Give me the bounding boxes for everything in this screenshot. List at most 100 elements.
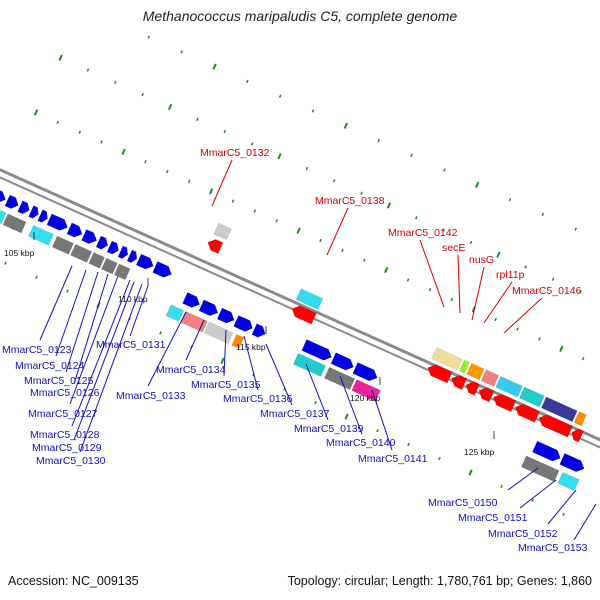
gene-arrow[interactable] [464, 379, 480, 396]
gene-arrow[interactable] [95, 235, 110, 251]
gene-arrow[interactable] [4, 194, 21, 211]
gene-arrow[interactable] [88, 252, 105, 269]
gene-arrow[interactable] [324, 366, 356, 391]
ring-dot [166, 169, 169, 174]
gene-arrow[interactable] [165, 304, 185, 322]
gene-arrow[interactable] [476, 385, 495, 403]
gene-label-mmarc5-0142[interactable]: MmarC5_0142 [388, 227, 458, 239]
gene-arrow[interactable] [532, 440, 562, 463]
gene-arrow[interactable] [46, 213, 70, 233]
gene-arrow[interactable] [182, 292, 203, 310]
gene-arrow[interactable] [466, 362, 485, 381]
gene-arrow[interactable] [106, 240, 121, 256]
ring-dot [223, 129, 227, 134]
gene-arrow[interactable] [37, 209, 50, 224]
gene-arrow[interactable] [66, 222, 85, 240]
gene-arrow[interactable] [238, 317, 255, 334]
gene-label-mmarc5-0123[interactable]: MmarC5_0123 [2, 344, 72, 356]
gene-arrow[interactable] [70, 243, 93, 263]
gene-label-mmarc5-0126[interactable]: MmarC5_0126 [30, 387, 100, 399]
gene-label-mmarc5-0151[interactable]: MmarC5_0151 [458, 512, 528, 524]
ring-dot [442, 228, 445, 232]
gene-label-mmarc5-0132[interactable]: MmarC5_0132 [200, 147, 270, 159]
gene-label-mmarc5-0127[interactable]: MmarC5_0127 [28, 408, 98, 420]
gene-arrow[interactable] [204, 321, 234, 344]
gene-label-mmarc5-0125[interactable]: MmarC5_0125 [24, 375, 94, 387]
ring-dot [538, 337, 541, 341]
gene-label-mmarc5-0153[interactable]: MmarC5_0153 [518, 542, 588, 554]
gene-label-mmarc5-0146[interactable]: MmarC5_0146 [512, 285, 582, 297]
gene-label-mmarc5-0135[interactable]: MmarC5_0135 [191, 379, 261, 391]
gene-arrow[interactable] [330, 352, 356, 373]
gene-arrow[interactable] [198, 299, 220, 318]
gene-arrow[interactable] [559, 453, 587, 474]
gene-label-mmarc5-0152[interactable]: MmarC5_0152 [488, 528, 558, 540]
gene-arrow[interactable] [491, 392, 517, 413]
gene-arrow[interactable] [205, 237, 224, 254]
gene-label-nusg[interactable]: nusG [469, 254, 494, 266]
gene-label-mmarc5-0141[interactable]: MmarC5_0141 [358, 453, 428, 465]
gene-arrow[interactable] [231, 333, 245, 349]
gene-arrow[interactable] [28, 225, 54, 246]
gene-label-mmarc5-0134[interactable]: MmarC5_0134 [156, 364, 226, 376]
gene-label-mmarc5-0138[interactable]: MmarC5_0138 [315, 195, 385, 207]
gene-arrow[interactable] [495, 376, 523, 398]
gene-arrow[interactable] [113, 263, 131, 281]
gene-arrow[interactable] [352, 362, 380, 383]
gene-arrow[interactable] [573, 411, 587, 427]
gene-label-mmarc5-0136[interactable]: MmarC5_0136 [223, 393, 293, 405]
gene-arrow[interactable] [101, 257, 118, 275]
gene-label-mmarc5-0131[interactable]: MmarC5_0131 [96, 339, 166, 351]
gene-arrow[interactable] [51, 235, 74, 255]
gene-arrow[interactable] [295, 288, 324, 310]
gene-label-mmarc5-0124[interactable]: MmarC5_0124 [15, 360, 85, 372]
gene-arrow[interactable] [28, 205, 41, 220]
gene-label-mmarc5-0133[interactable]: MmarC5_0133 [116, 390, 186, 402]
gene-arrow[interactable] [569, 427, 584, 443]
gene-arrow[interactable] [458, 359, 470, 374]
gene-arrow[interactable] [290, 303, 317, 325]
gene-arrow[interactable] [480, 369, 500, 387]
gene-arrow[interactable] [213, 222, 232, 241]
gene-arrow[interactable] [0, 203, 7, 225]
gene-arrow[interactable] [293, 352, 326, 377]
ring-dot [220, 357, 225, 365]
ring-dot [208, 188, 214, 195]
gene-arrow[interactable] [425, 362, 453, 384]
gene-arrow[interactable] [519, 386, 545, 408]
gene-label-mmarc5-0139[interactable]: MmarC5_0139 [294, 423, 364, 435]
gene-label-rpl11p[interactable]: rpl11p [496, 269, 525, 281]
gene-arrow[interactable] [540, 396, 578, 423]
gene-arrow[interactable] [301, 339, 334, 363]
gene-label-mmarc5-0137[interactable]: MmarC5_0137 [260, 408, 330, 420]
ring-dot [167, 103, 173, 111]
gene-arrow[interactable] [81, 229, 100, 246]
gene-arrow[interactable] [135, 253, 156, 272]
gene-label-mmarc5-0129[interactable]: MmarC5_0129 [32, 442, 102, 454]
gene-label-sece[interactable]: secE [442, 242, 465, 254]
label-leader-line [519, 479, 557, 509]
gene-arrow[interactable] [117, 245, 130, 260]
gene-arrow[interactable] [557, 471, 580, 491]
ring-dot [305, 166, 309, 171]
label-leader-line [547, 489, 577, 525]
gene-arrow[interactable] [431, 347, 463, 371]
gene-arrow[interactable] [216, 307, 237, 326]
gene-label-mmarc5-0128[interactable]: MmarC5_0128 [30, 429, 100, 441]
ring-dot [376, 428, 379, 433]
gene-arrow[interactable] [251, 323, 268, 340]
gene-label-mmarc5-0150[interactable]: MmarC5_0150 [428, 497, 498, 509]
gene-arrow[interactable] [11, 217, 27, 234]
label-leader-line [371, 389, 393, 451]
gene-arrow[interactable] [449, 373, 468, 390]
gene-label-mmarc5-0130[interactable]: MmarC5_0130 [36, 455, 106, 467]
gene-arrow[interactable] [537, 412, 573, 438]
gene-arrow[interactable] [152, 261, 174, 279]
gene-arrow[interactable] [126, 249, 139, 264]
gene-arrow[interactable] [0, 187, 8, 206]
gene-label-mmarc5-0140[interactable]: MmarC5_0140 [326, 437, 396, 449]
gene-arrow[interactable] [17, 200, 32, 216]
ring-dot [581, 356, 585, 361]
gene-arrow[interactable] [513, 402, 541, 423]
